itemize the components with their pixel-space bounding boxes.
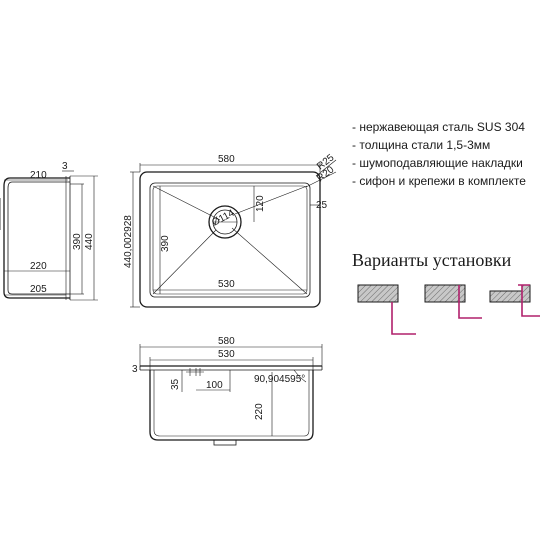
side-dim-210: 210: [30, 170, 47, 181]
top-dim-530: 530: [218, 279, 235, 290]
spec-list: - нержавеющая сталь SUS 304 - толщина ст…: [352, 120, 526, 188]
drain-outer-ring: [208, 205, 242, 239]
side-dim-3: 3: [62, 161, 68, 172]
front-view: 580 530 3 35 100 90,904595° 220: [132, 336, 323, 446]
install-variant-overmount: [489, 284, 540, 317]
front-dim-220: 220: [254, 403, 265, 420]
spec-item-material: - нержавеющая сталь SUS 304: [352, 120, 525, 134]
side-dim-390: 390: [72, 233, 83, 250]
install-variant-undermount: [357, 284, 416, 335]
spec-item-siphon: - сифон и крепежи в комплекте: [352, 174, 526, 188]
spec-item-thickness: - толщина стали 1,5-3мм: [352, 138, 490, 152]
spec-item-noise-pads: - шумоподавляющие накладки: [352, 156, 523, 170]
front-dim-35: 35: [170, 378, 181, 390]
top-dim-440: 440,002928: [123, 215, 134, 268]
front-dim-angle: 90,904595°: [254, 374, 305, 385]
top-dim-120: 120: [255, 195, 266, 212]
top-dim-580: 580: [218, 154, 235, 165]
top-dim-390: 390: [160, 235, 171, 252]
side-dim-220: 220: [30, 261, 47, 272]
top-view: 580 R25 R20 25 120 Ø114 390 440,002928 5…: [123, 152, 337, 308]
side-dim-205: 205: [30, 284, 47, 295]
front-dim-3: 3: [132, 364, 138, 375]
side-dim-440: 440: [84, 233, 95, 250]
front-dim-530: 530: [218, 349, 235, 360]
side-view: 3 210 220 205 390 440: [0, 161, 98, 301]
install-variants-title: Варианты установки: [352, 250, 512, 270]
front-dim-100: 100: [206, 380, 223, 391]
front-dim-580: 580: [218, 336, 235, 347]
top-dim-25: 25: [316, 200, 328, 211]
install-variant-flush: [424, 284, 482, 319]
